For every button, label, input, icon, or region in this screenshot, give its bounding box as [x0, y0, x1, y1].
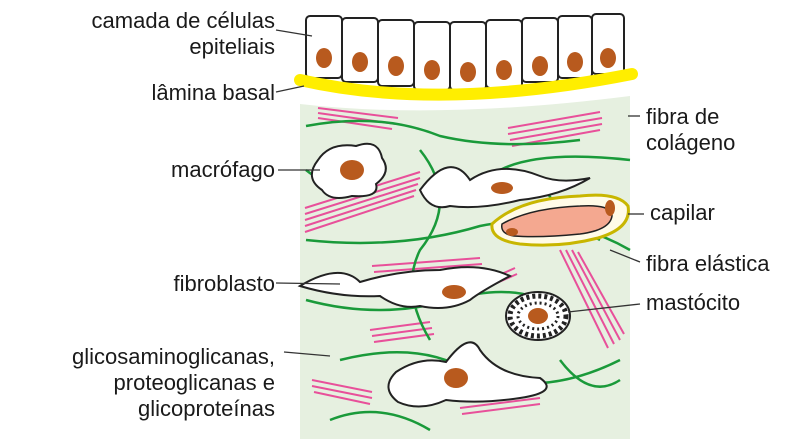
- label-collagen: fibra de colágeno: [646, 104, 735, 156]
- nucleus: [388, 56, 404, 76]
- nucleus: [532, 56, 548, 76]
- nucleus: [316, 48, 332, 68]
- label-elastic-fiber: fibra elástica: [646, 251, 770, 277]
- mast-cell: [506, 292, 570, 340]
- nucleus: [496, 60, 512, 80]
- label-collagen-line2: colágeno: [646, 130, 735, 156]
- label-epithelium: camada de células epiteliais: [92, 8, 275, 60]
- mast-cell-nucleus: [528, 308, 548, 324]
- nucleus: [567, 52, 583, 72]
- label-capillary: capilar: [650, 200, 715, 226]
- macrophage-nucleus: [340, 160, 364, 180]
- nucleus: [424, 60, 440, 80]
- label-matrix-components: glicosaminoglicanas, proteoglicanas e gl…: [72, 344, 275, 422]
- label-macrophage: macrófago: [171, 157, 275, 183]
- label-epithelium-line2: epiteliais: [92, 34, 275, 60]
- label-basal-lamina: lâmina basal: [151, 80, 275, 106]
- epithelial-cell: [306, 16, 342, 78]
- nucleus: [460, 62, 476, 82]
- epithelial-cell: [342, 18, 378, 82]
- epithelial-cell: [378, 20, 414, 86]
- capillary-endothelial-nucleus: [506, 228, 518, 236]
- label-glycoproteins: glicoproteínas: [72, 396, 275, 422]
- label-proteoglycans: proteoglicanas e: [72, 370, 275, 396]
- fibroblast-nucleus: [444, 368, 468, 388]
- fibroblast-nucleus: [491, 182, 513, 194]
- label-epithelium-line1: camada de células: [92, 8, 275, 34]
- nucleus: [600, 48, 616, 68]
- nucleus: [352, 52, 368, 72]
- capillary-endothelial-nucleus: [605, 200, 615, 216]
- label-fibroblast: fibroblasto: [173, 271, 275, 297]
- label-collagen-line1: fibra de: [646, 104, 735, 130]
- fibroblast-nucleus: [442, 285, 466, 299]
- label-mast-cell: mastócito: [646, 290, 740, 316]
- label-gags: glicosaminoglicanas,: [72, 344, 275, 370]
